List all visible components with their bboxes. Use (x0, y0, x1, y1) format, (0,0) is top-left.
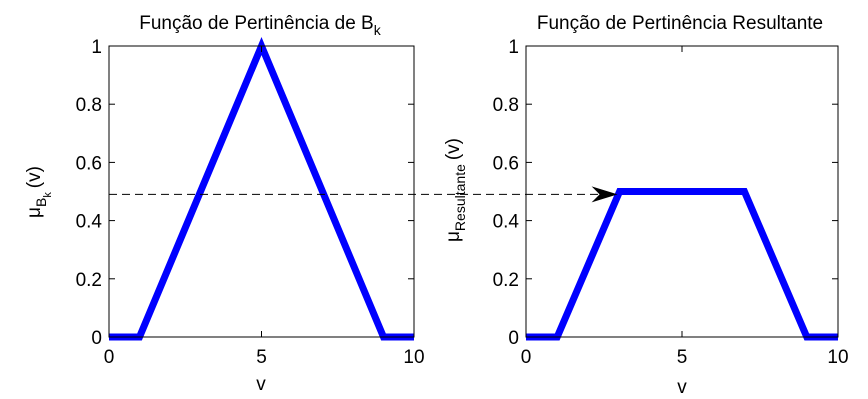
y-tick-label-bk-1: 0.2 (76, 270, 102, 291)
y-tick-label-bk-3: 0.6 (76, 153, 102, 174)
x-tick-label-bk-2: 10 (403, 347, 424, 368)
y-tick-label-resultant-1: 0.2 (493, 270, 519, 291)
y-tick-label-bk-4: 0.8 (76, 95, 102, 116)
ticks-left: 0 5 10 0 0.2 0.4 0.6 0.8 1 (76, 37, 425, 368)
x-axis-label-left: v (256, 374, 266, 395)
marks-left (109, 36, 414, 341)
annotation-layer (109, 186, 618, 203)
x-tick-label-resultant-1: 5 (677, 347, 688, 368)
y-tick-label-bk-2: 0.4 (76, 212, 103, 233)
y-tick-label-resultant-0: 0 (508, 328, 519, 349)
plot-title-bk: Função de Pertinência de Bk (139, 13, 382, 38)
x-tick-label-bk-0: 0 (104, 347, 115, 368)
series-line-bk-0 (109, 36, 414, 341)
x-axis-label-right: v (677, 377, 687, 398)
y-tick-label-resultant-5: 1 (508, 37, 519, 58)
y-tick-label-bk-0: 0 (91, 328, 102, 349)
x-tick-label-resultant-2: 10 (827, 347, 848, 368)
x-tick-label-bk-1: 5 (256, 347, 267, 368)
y-tick-label-bk-5: 1 (91, 37, 102, 58)
marks-right (526, 188, 838, 341)
arrow-head (591, 186, 618, 203)
plot-title-resultant: Função de Pertinência Resultante (537, 13, 823, 34)
series-line-resultant-0 (526, 188, 838, 341)
y-tick-label-resultant-4: 0.8 (493, 95, 519, 116)
y-axis-label-right: μResultante(v) (443, 138, 468, 242)
y-tick-label-resultant-3: 0.6 (493, 153, 519, 174)
y-tick-label-resultant-2: 0.4 (493, 212, 520, 233)
y-axis-label-left: μBk(v) (24, 166, 54, 218)
x-tick-label-resultant-0: 0 (521, 347, 532, 368)
membership-plot-resultant: Função de Pertinência Resultante 0 5 10 0 0.… (443, 13, 849, 398)
ticks-right: 0 5 10 0 0.2 0.4 0.6 0.8 1 (493, 37, 849, 368)
